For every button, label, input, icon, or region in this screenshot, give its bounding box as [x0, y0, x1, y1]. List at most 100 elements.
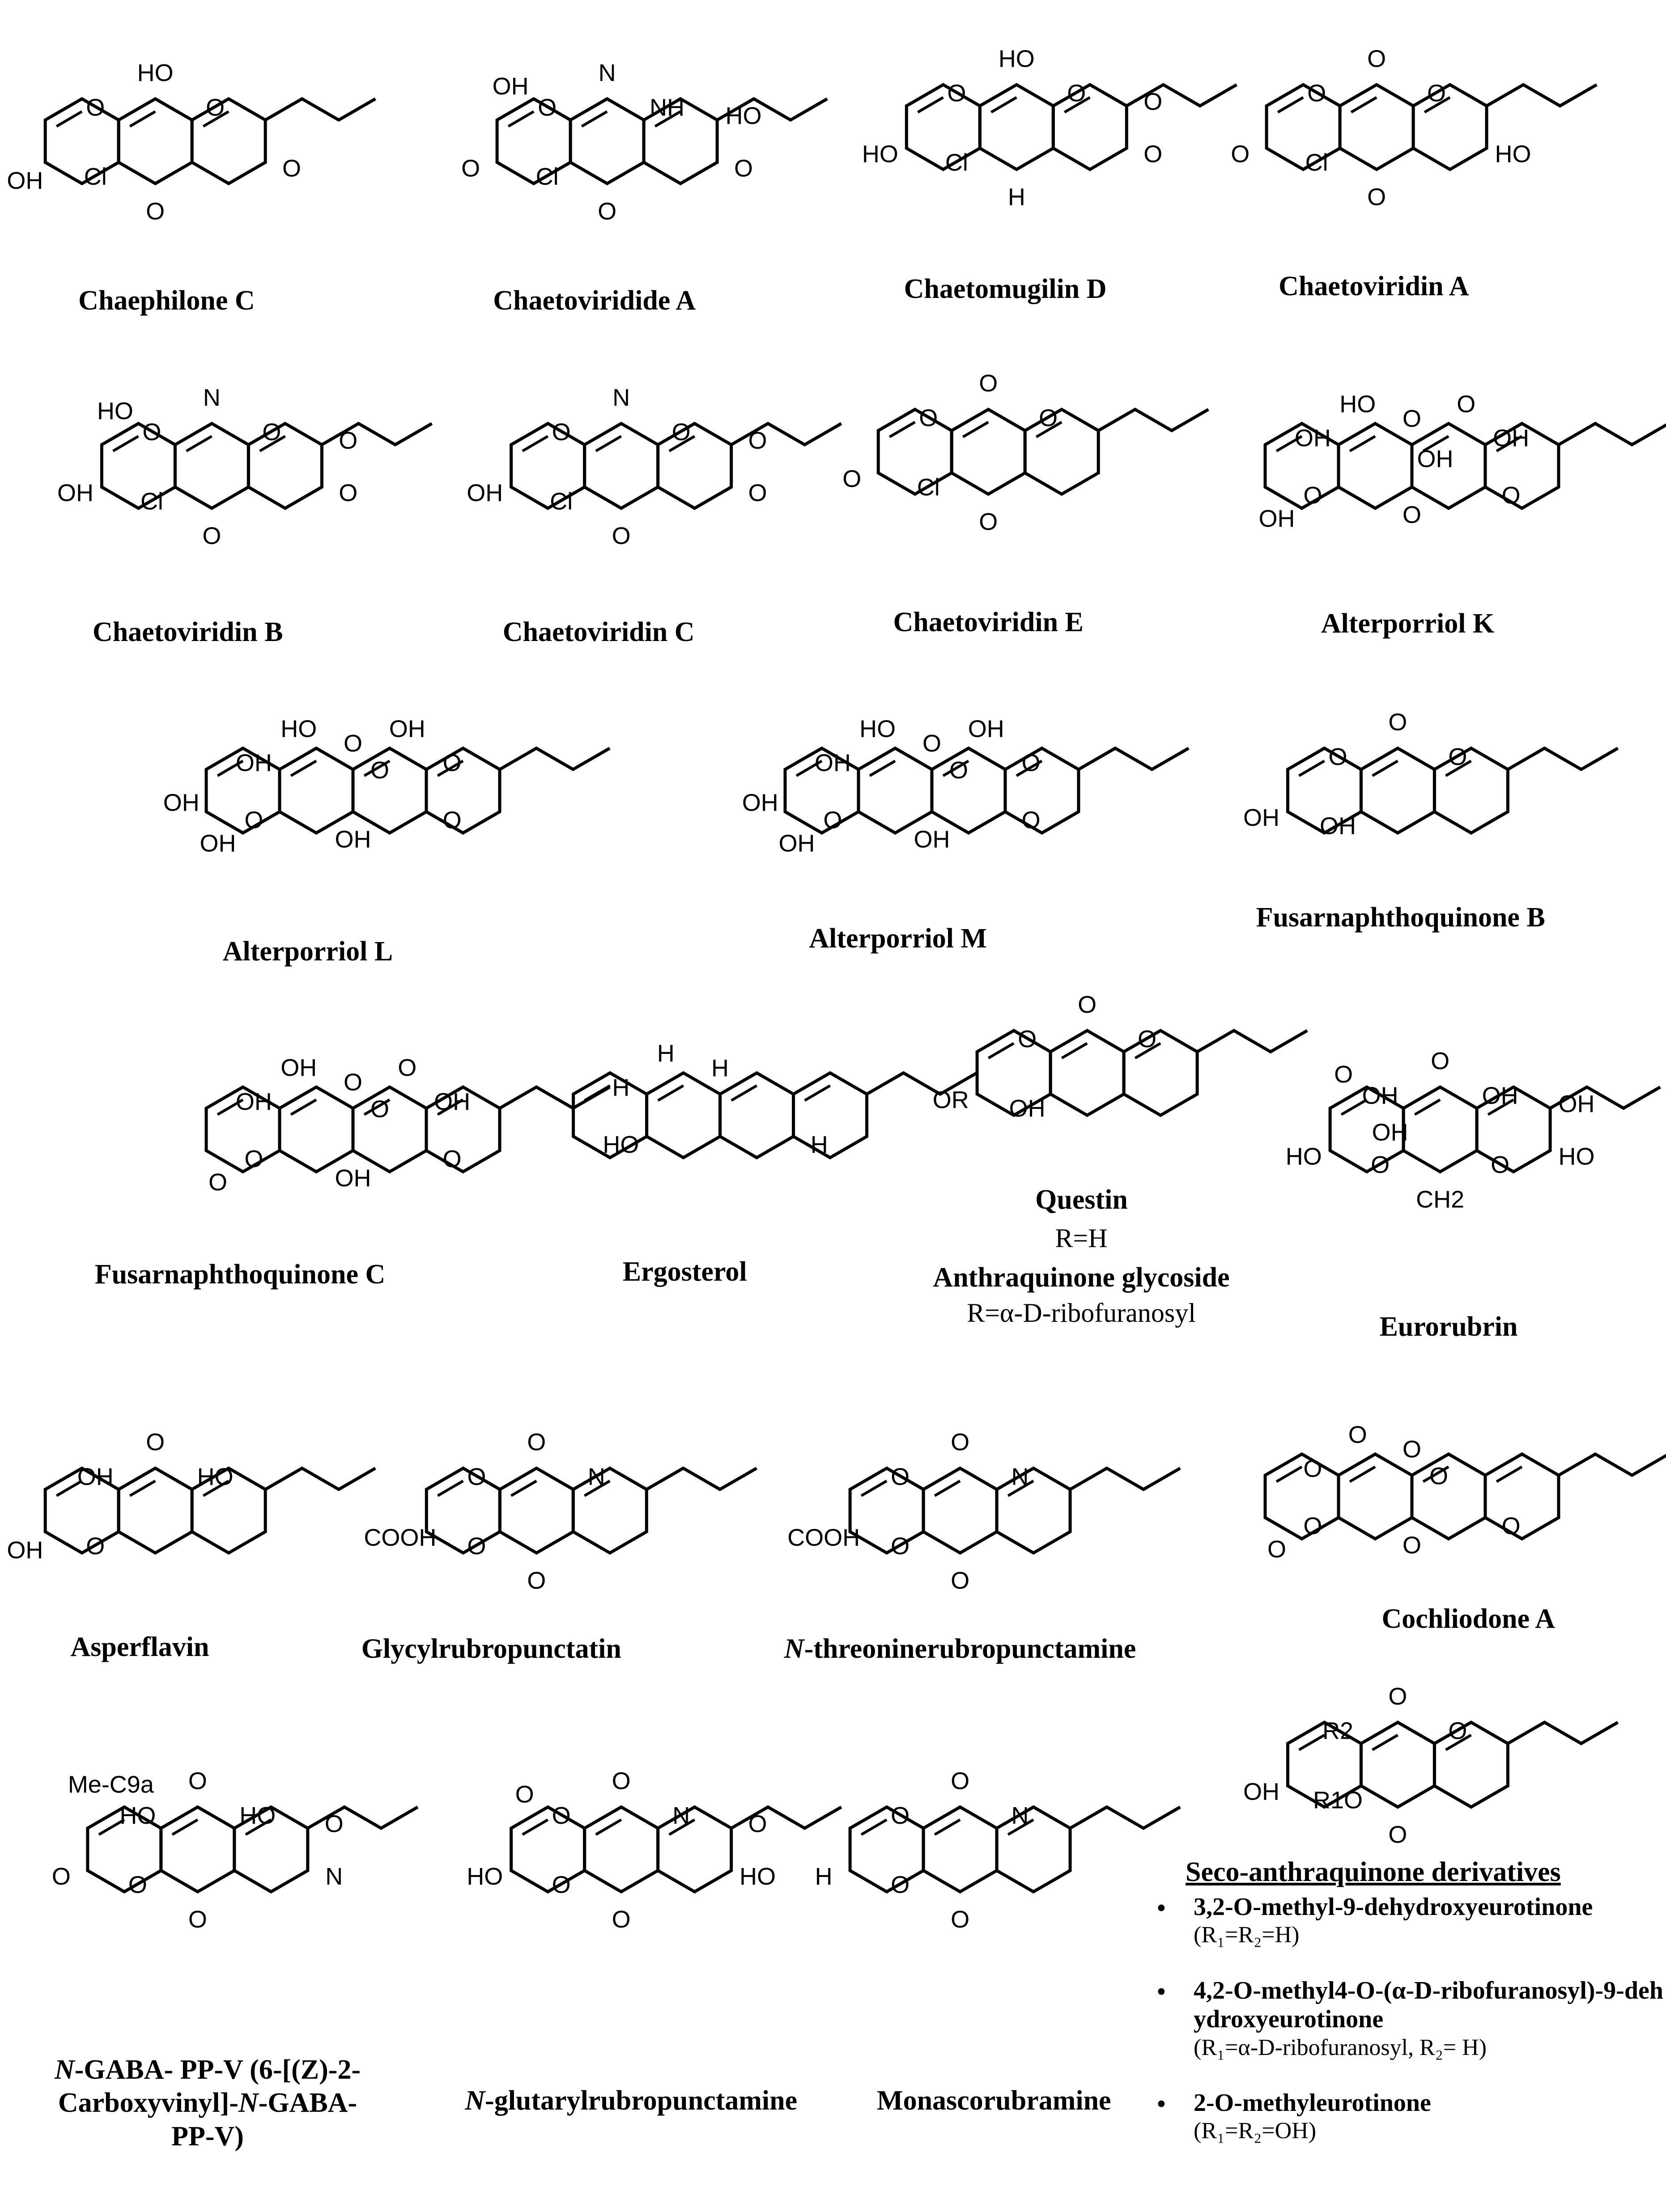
double-bond [55, 1480, 83, 1497]
double-bond [1061, 1042, 1088, 1060]
atom-label: O [146, 1429, 165, 1456]
double-bond [1445, 760, 1472, 777]
atom-label: COOH [364, 1524, 436, 1551]
atom-label: OH [1243, 804, 1279, 831]
double-bond [1063, 96, 1091, 114]
atom-label: H [711, 1055, 729, 1082]
double-bond [888, 421, 916, 438]
double-bond [1372, 760, 1398, 777]
atom-label: O [979, 370, 998, 397]
atom-label: O [598, 198, 616, 225]
double-bond [1340, 1098, 1368, 1116]
atom-label: O [538, 94, 557, 121]
double-bond [1007, 1480, 1034, 1497]
side-chain [646, 1466, 758, 1491]
compound-name: Chaephilone C [78, 285, 255, 316]
compound-name: Cochliodone A [1381, 1604, 1556, 1635]
atom-label: O [842, 466, 861, 492]
side-chain [1486, 83, 1598, 108]
double-bond [522, 1818, 549, 1836]
atom-label: O [128, 1872, 147, 1898]
double-bond [437, 1098, 464, 1116]
double-bond [934, 1818, 961, 1836]
atom-label: O [1402, 1532, 1421, 1559]
double-bond [1298, 760, 1325, 777]
atom-label: HO [119, 1802, 156, 1829]
atom-label: R1O [1313, 1787, 1363, 1813]
atom-label: O [1067, 80, 1086, 107]
double-bond [1134, 1042, 1161, 1060]
double-bond [259, 435, 286, 452]
double-bond [583, 1480, 611, 1497]
atom-label: Cl [536, 163, 559, 190]
double-bond [507, 110, 535, 128]
atom-label: O [734, 155, 753, 182]
atom-label: COOH [787, 1524, 860, 1551]
atom-label: Cl [140, 488, 163, 515]
atom-label: O [1138, 1026, 1156, 1053]
double-bond [1275, 1465, 1303, 1483]
atom-label: O [1427, 80, 1446, 107]
atom-label: O [206, 94, 225, 121]
atom-label: O [1402, 501, 1421, 528]
double-bond [510, 1480, 537, 1497]
side-chain [307, 1805, 419, 1830]
double-bond [217, 760, 244, 777]
atom-label: N [588, 1464, 605, 1490]
atom-label: OH [236, 749, 272, 776]
atom-label: HO [137, 59, 174, 86]
atom-label: N [1012, 1464, 1029, 1490]
atom-label: O [52, 1863, 71, 1890]
double-bond [112, 435, 139, 452]
atom-label: HO [467, 1863, 503, 1890]
atom-label: O [1367, 45, 1386, 72]
atom-label: O [461, 155, 480, 182]
atom-label: O [188, 1906, 207, 1933]
atom-label: O [398, 1054, 416, 1081]
atom-label: O [1267, 1536, 1286, 1563]
atom-label: O [1388, 1821, 1407, 1848]
atom-label: O [1388, 1683, 1407, 1710]
atom-label: O [1078, 991, 1096, 1018]
atom-label: O [1022, 807, 1041, 833]
atom-label: H [811, 1131, 828, 1158]
atom-label: O [748, 1811, 767, 1838]
double-bond [584, 1084, 611, 1102]
atom-label: Me-C9a [68, 1771, 154, 1798]
glycoside-r-note: R=α-D-ribofuranosyl [967, 1298, 1196, 1328]
atom-label: O [86, 1533, 105, 1559]
atom-label: O [1303, 482, 1322, 509]
atom-label: O [325, 1811, 344, 1838]
atom-label: O [951, 1906, 969, 1933]
compound-name: N-threoninerubropunctamine [784, 1633, 1136, 1664]
double-bond [1035, 421, 1062, 438]
double-bond [1424, 96, 1451, 114]
double-bond [804, 1084, 831, 1102]
atom-label: OH [163, 789, 200, 816]
atom-label: H [657, 1040, 675, 1067]
double-bond [1414, 1098, 1441, 1116]
double-bond [595, 435, 622, 452]
atom-label: O [1348, 1421, 1367, 1448]
double-bond [1422, 1465, 1449, 1483]
atom-label: O [527, 1429, 546, 1456]
atom-label: OH [742, 789, 778, 816]
double-bond [129, 1480, 156, 1497]
atom-label: O [1431, 1048, 1449, 1074]
atom-label: OH [815, 749, 851, 776]
atom-label: O [1307, 80, 1326, 107]
atom-label: H [612, 1074, 629, 1101]
atom-label: HO [862, 141, 898, 168]
atom-label: OH [1493, 425, 1529, 451]
